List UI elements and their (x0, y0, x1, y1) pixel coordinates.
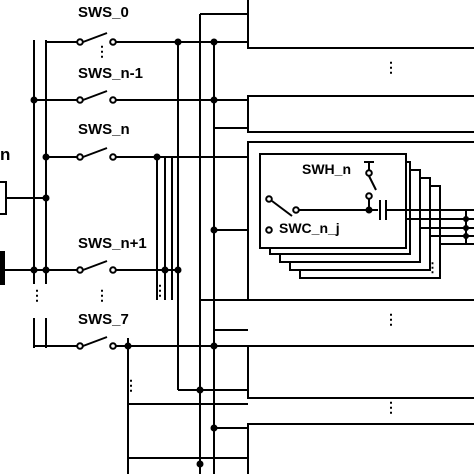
junction-dot (210, 96, 218, 104)
switch-row-sws-0 (76, 32, 178, 46)
stacked-cells (259, 153, 441, 279)
input-component-box (0, 181, 7, 215)
junction-dot (210, 424, 218, 432)
left-inputs (0, 181, 46, 285)
junction-dot (196, 386, 204, 394)
junction-dot (30, 266, 38, 274)
label-sws-n-1: SWS_n-1 (78, 65, 143, 82)
junction-dot (174, 38, 182, 46)
cell-junctions (365, 206, 469, 239)
switch-ellipsis: ⋮ (95, 43, 109, 59)
block-ellipsis: ⋮ (384, 59, 398, 75)
junction-dot (210, 38, 218, 46)
block-ellipsis: ⋮ (384, 399, 398, 415)
junction-dot (161, 266, 169, 274)
junction-dot (365, 206, 373, 214)
label-sws-n: SWS_n (78, 121, 130, 138)
block-1 (247, 95, 474, 133)
label-sws-7: SWS_7 (78, 311, 129, 328)
block-7 (247, 423, 474, 474)
junction-dot (196, 460, 204, 468)
middle-buses (127, 13, 262, 474)
junction-dot (124, 342, 132, 350)
cell-front (259, 153, 407, 249)
label-sws-n-plus-1: SWS_n+1 (78, 235, 147, 252)
block-ellipsis: ⋮ (384, 311, 398, 327)
label-sws-0: SWS_0 (78, 4, 129, 21)
switch-row-sws-n (76, 147, 178, 161)
junction-dot (30, 96, 38, 104)
left-bus-ellipsis: ⋮ (30, 287, 44, 303)
junction-dot (210, 342, 218, 350)
junction-dot (42, 153, 50, 161)
junction-dot (463, 225, 469, 231)
block-0 (247, 0, 474, 49)
junction-dot (42, 194, 50, 202)
switch-ellipsis: ⋮ (95, 287, 109, 303)
junction-dot (463, 216, 469, 222)
middle-ellipsis: ⋮ (124, 377, 138, 393)
left-bus-junctions (30, 96, 50, 274)
junction-dot (210, 226, 218, 234)
middle-ellipsis: ⋮ (153, 282, 167, 298)
label-swc-n-j: SWC_n_j (279, 220, 340, 236)
junction-dot (174, 266, 182, 274)
left-buses (33, 40, 78, 348)
junction-dot (153, 153, 161, 161)
input-terminal-bar (0, 251, 5, 285)
middle-bus-junctions (124, 38, 218, 468)
switch-row-sws-n-1 (76, 90, 178, 104)
label-swh-n: SWH_n (302, 161, 351, 177)
edge-label-n: n (0, 145, 10, 164)
cell-ellipsis: ⋮ (426, 260, 439, 275)
junction-dot (42, 266, 50, 274)
junction-dot (463, 233, 469, 239)
block-n-plus-1 (247, 345, 474, 399)
